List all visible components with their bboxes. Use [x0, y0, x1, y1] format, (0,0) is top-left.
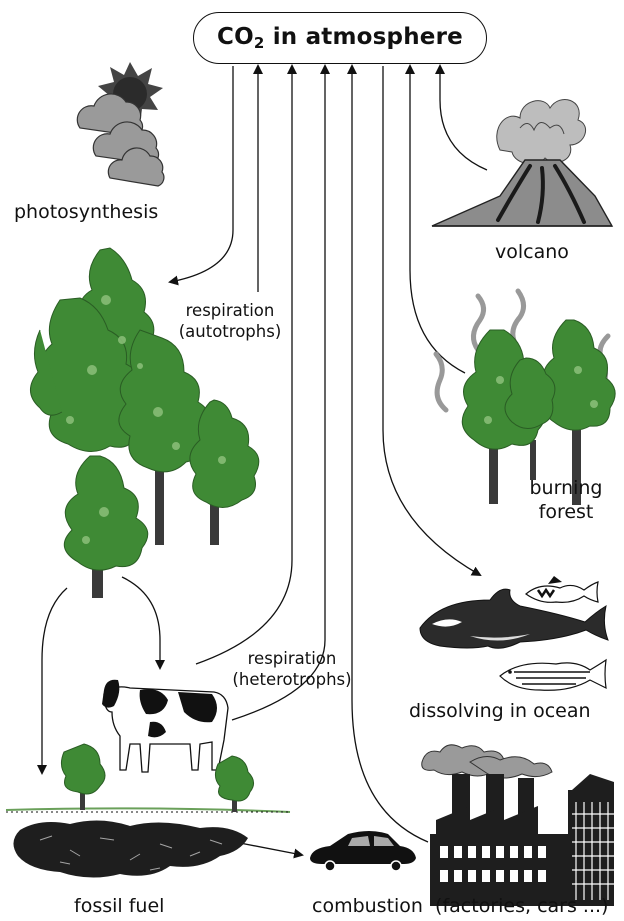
arrow-fossil-to-combustion: [240, 843, 302, 855]
arrow-respiration-heterotrophs-1: [196, 66, 292, 664]
small-fish-icon: [526, 576, 598, 602]
arrow-photosynthesis: [170, 66, 233, 282]
ocean-animals-icon: [420, 576, 608, 690]
label-dissolving-in-ocean: dissolving in ocean: [409, 699, 591, 723]
car-icon: [310, 831, 416, 871]
arrow-volcano: [440, 66, 487, 170]
striped-fish-icon: [500, 660, 606, 690]
fossil-fuel-deposit-icon: [13, 820, 248, 877]
cow-icon: [102, 680, 228, 772]
label-volcano: volcano: [495, 240, 569, 264]
label-respiration-heterotrophs: respiration (heterotrophs): [224, 648, 360, 690]
arrow-trees-to-cow: [122, 577, 160, 668]
co2-atmosphere-title: CO2 in atmosphere: [217, 24, 463, 52]
co2-atmosphere-box: CO2 in atmosphere: [193, 12, 487, 64]
burning-forest-icon: [436, 291, 615, 505]
small-tree-icon: [61, 744, 253, 812]
label-photosynthesis: photosynthesis: [14, 200, 158, 224]
arrow-dissolving-ocean: [383, 66, 480, 575]
arrow-combustion: [352, 66, 428, 842]
label-burning-forest: burning forest: [524, 476, 608, 524]
label-combustion: combustion (factories, cars ...): [312, 894, 608, 918]
ground-line: [6, 808, 290, 812]
arrow-respiration-heterotrophs-2: [232, 66, 325, 720]
label-respiration-autotrophs: respiration (autotrophs): [168, 300, 292, 342]
factory-icon: [422, 745, 614, 906]
label-fossil-fuel: fossil fuel: [74, 894, 164, 918]
volcano-icon: [432, 99, 612, 226]
arrow-trees-to-fossil-fuel: [42, 588, 67, 773]
